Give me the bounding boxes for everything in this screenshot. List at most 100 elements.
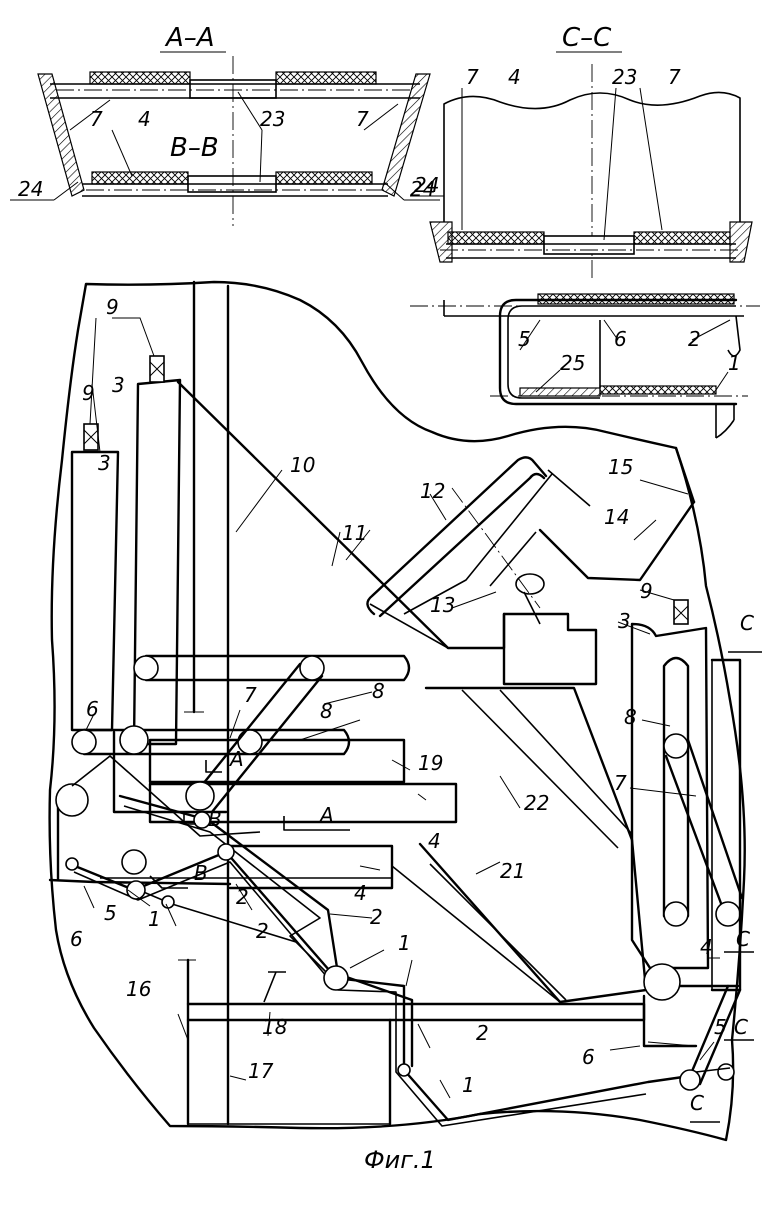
- aa-leader-7b: [364, 104, 398, 130]
- label-21: 21: [500, 859, 525, 883]
- pivot-8-right-bottom: [664, 902, 688, 926]
- label-6a: 6: [86, 697, 99, 721]
- cc-label-25: 25: [560, 351, 585, 375]
- cc-label-1: 1: [728, 351, 741, 375]
- cc-bracket-inner: [508, 306, 736, 398]
- pivot-13: [516, 574, 544, 594]
- label-6b: 6: [70, 927, 83, 951]
- slot-link-8-upper: [140, 656, 409, 680]
- aa-top-pad-left: [90, 72, 190, 84]
- aa-top-pad-right: [276, 72, 376, 84]
- bracket-6-right: [644, 996, 696, 1046]
- label-5b: 5: [714, 1015, 727, 1039]
- label-1a: 1: [148, 907, 161, 931]
- aa-label-24: 24: [18, 177, 43, 201]
- section-cc-title: C–C: [562, 23, 612, 53]
- seat-cushion-12-inner: [380, 474, 544, 616]
- cc-pad-25: [520, 388, 600, 396]
- section-aa-title: A–A: [164, 23, 215, 53]
- pivot-8-right-top: [664, 734, 688, 758]
- section-a-2: A: [318, 803, 334, 827]
- section-b-1: B: [208, 807, 222, 831]
- section-a-1: A: [228, 747, 244, 771]
- panel-22-stripe-2: [500, 690, 632, 834]
- aa-label-7a: 7: [90, 107, 103, 131]
- label-5a: 5: [104, 901, 117, 925]
- cc-pad-right: [634, 232, 730, 244]
- section-b-2: B: [194, 861, 208, 885]
- pivot-5-left: [66, 858, 78, 870]
- label-11: 11: [342, 521, 367, 545]
- cc-label-23: 23: [612, 65, 637, 89]
- roller-6: [56, 784, 88, 816]
- figure-caption: Фиг.1: [364, 1146, 436, 1174]
- link-7-right: [666, 740, 742, 906]
- cc-label-4: 4: [508, 65, 521, 89]
- aa-label-7b: 7: [356, 107, 369, 131]
- cc-leader-7b: [640, 88, 662, 230]
- main-view: A A B B C C C C 9 9 3 3 10 11 12 13 15 1…: [50, 282, 762, 1140]
- aa-leader-23b: [260, 130, 262, 182]
- panel-21-stripe-2: [430, 864, 566, 1000]
- cc-label-5: 5: [518, 327, 531, 351]
- pivot-5-right: [680, 1070, 700, 1090]
- aa-label-23: 23: [260, 107, 285, 131]
- bracket-block: [504, 614, 596, 684]
- label-13: 13: [430, 593, 455, 617]
- panel-21-stripe: [392, 866, 560, 1002]
- section-c-3: C: [734, 1015, 748, 1039]
- pivot-7-right: [716, 902, 740, 926]
- section-c-4: C: [690, 1091, 704, 1115]
- cc-label-7b: 7: [668, 65, 681, 89]
- label-18: 18: [262, 1015, 287, 1039]
- bb-pad-left: [92, 172, 188, 184]
- label-15: 15: [608, 455, 633, 479]
- cc-leader-1: [716, 372, 728, 390]
- label-8c: 8: [624, 705, 637, 729]
- label-22: 22: [524, 791, 549, 815]
- section-c-1: C: [740, 611, 754, 635]
- slot-link-8-right: [664, 658, 688, 924]
- seat-connector: [548, 470, 590, 506]
- break-outline: [50, 282, 745, 1140]
- cc-label-24: 24: [414, 173, 439, 197]
- pivot-6-left: [72, 730, 96, 754]
- label-9b: 9: [82, 381, 95, 405]
- roller-right: [644, 964, 680, 1000]
- base-beam-18: [188, 1004, 644, 1020]
- label-3a: 3: [112, 373, 125, 397]
- pivot-1-small: [162, 896, 174, 908]
- label-4b: 4: [354, 881, 367, 905]
- label-14: 14: [604, 505, 629, 529]
- panel-22-stripe-1: [462, 690, 618, 848]
- pivot-center: [324, 966, 348, 990]
- cc-leader-23: [604, 88, 616, 240]
- label-2c: 2: [256, 919, 269, 943]
- cc-label-6: 6: [614, 327, 627, 351]
- label-7b: 7: [614, 771, 627, 795]
- label-2a: 2: [370, 905, 383, 929]
- pivot-right-end: [718, 1064, 734, 1080]
- label-3c: 3: [618, 609, 631, 633]
- label-1b: 1: [398, 931, 411, 955]
- section-bb-title: B–B: [170, 133, 219, 163]
- aa-label-4: 4: [138, 107, 151, 131]
- cc-right-wall: [730, 222, 752, 262]
- pivot-2-left: [122, 850, 146, 874]
- cc-spring-end: [728, 316, 740, 356]
- label-12: 12: [420, 479, 445, 503]
- label-19: 19: [418, 751, 443, 775]
- label-6c: 6: [582, 1045, 595, 1069]
- section-cc-view: C–C 7 4: [410, 23, 760, 438]
- column-3-mid: [134, 380, 180, 744]
- label-9a: 9: [106, 295, 119, 319]
- panel-22: [420, 688, 646, 1002]
- base-bolt: [264, 972, 286, 1002]
- pin-9c: [674, 600, 688, 624]
- label-4a: 4: [428, 829, 441, 853]
- column-3-left: [72, 452, 118, 730]
- label-10: 10: [290, 453, 315, 477]
- label-8b: 8: [320, 699, 333, 723]
- pivot-7-lower: [186, 782, 214, 810]
